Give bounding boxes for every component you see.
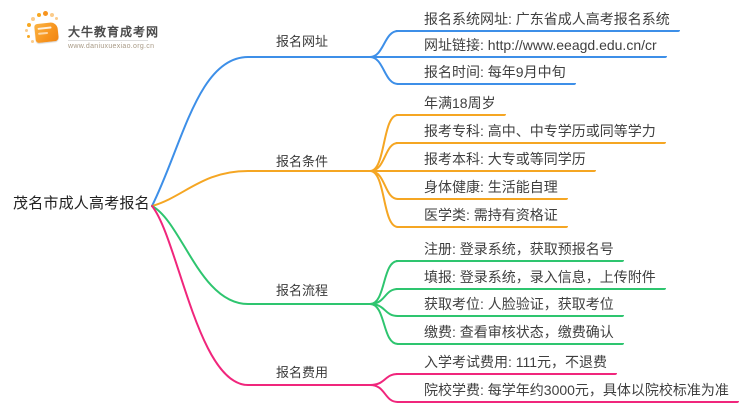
child-node-age: 年满18周岁 (396, 94, 506, 116)
site-logo: 大牛教育成考网 www.daniuxuexiao.org.cn (24, 11, 184, 56)
branch-label-url: 报名网址 (276, 34, 329, 49)
book-icon (34, 21, 59, 44)
child-node-time: 报名时间: 每年9月中旬 (396, 63, 576, 85)
child-node-fill: 填报: 登录系统，录入信息，上传附件 (396, 268, 666, 290)
branch-label-conditions: 报名条件 (276, 154, 329, 169)
branch-label-process: 报名流程 (276, 283, 329, 298)
child-node-medical: 医学类: 需持有资格证 (396, 206, 568, 228)
child-node-exam-fee: 入学考试费用: 111元，不退费 (396, 353, 618, 375)
child-node-pay: 缴费: 查看审核状态，缴费确认 (396, 323, 624, 345)
child-node-register: 注册: 登录系统，获取预报名号 (396, 240, 624, 262)
child-node-tuition: 院校学费: 每学年约3000元，具体以院校标准为准 (396, 381, 739, 403)
child-node-benke: 报考本科: 大专或等同学历 (396, 150, 596, 172)
branch-line-process (151, 205, 402, 345)
book-sun-icon (24, 11, 68, 52)
root-node: 茂名市成人高考报名 (13, 195, 150, 212)
child-node-system-url: 报名系统网址: 广东省成人高考报名系统 (396, 10, 680, 32)
child-node-health: 身体健康: 生活能自理 (396, 178, 568, 200)
branch-line-conditions (151, 114, 402, 228)
logo-divider (68, 40, 148, 41)
logo-title: 大牛教育成考网 (68, 25, 160, 39)
child-node-seat: 获取考位: 人脸验证，获取考位 (396, 295, 624, 317)
branch-line-url (151, 30, 402, 207)
child-node-link: 网址链接: http://www.eeagd.edu.cn/cr (396, 36, 667, 58)
logo-url: www.daniuxuexiao.org.cn (68, 43, 155, 50)
child-node-zhuanke: 报考专科: 高中、中专学历或同等学力 (396, 122, 666, 144)
branch-label-fees: 报名费用 (276, 365, 329, 380)
